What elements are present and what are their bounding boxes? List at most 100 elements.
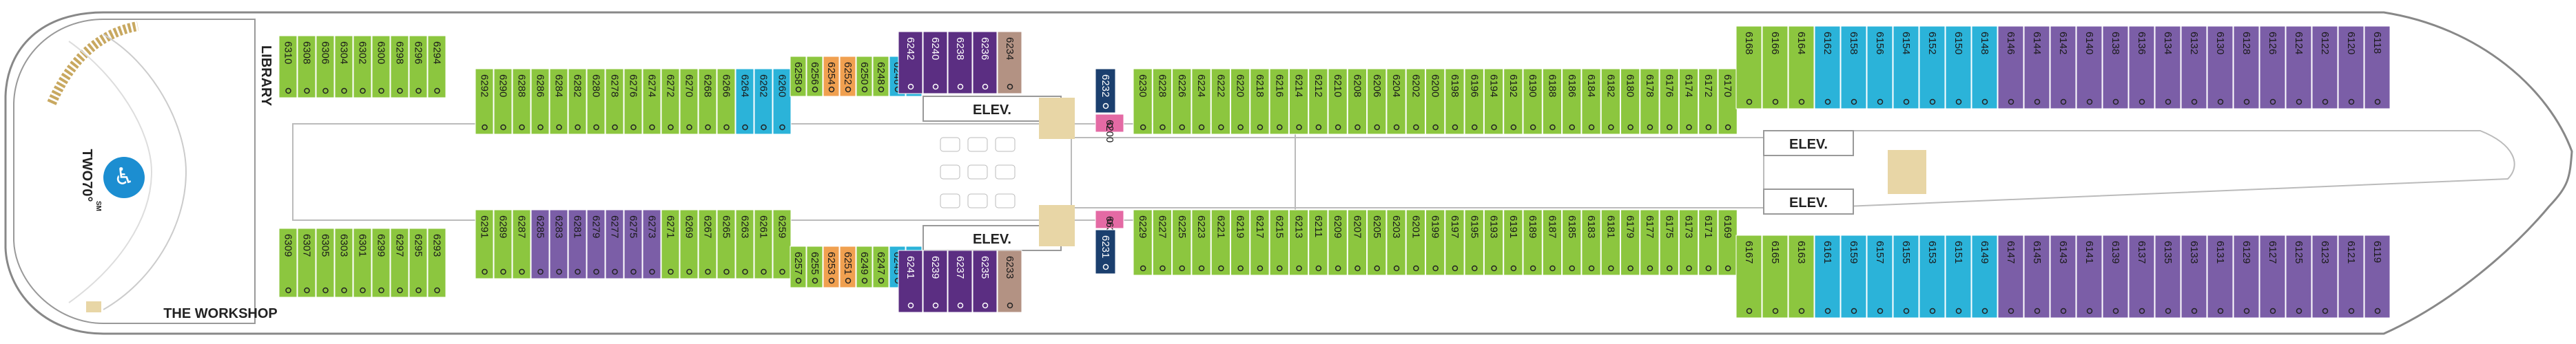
cabin-6269[interactable]: 6269 <box>679 209 699 279</box>
cabin-6273[interactable]: 6273 <box>642 209 661 279</box>
cabin-6240[interactable]: 6240 <box>923 31 948 94</box>
cabin-6282[interactable]: 6282 <box>568 68 587 135</box>
cabin-6205[interactable]: 6205 <box>1367 209 1387 276</box>
cabin-6164[interactable]: 6164 <box>1788 25 1815 109</box>
cabin-6177[interactable]: 6177 <box>1640 209 1660 276</box>
cabin-6305[interactable]: 6305 <box>316 228 335 298</box>
cabin-6135[interactable]: 6135 <box>2154 235 2181 319</box>
cabin-6184[interactable]: 6184 <box>1581 68 1601 135</box>
cabin-6250[interactable]: 6250 <box>856 56 873 97</box>
cabin-6169[interactable]: 6169 <box>1718 209 1738 276</box>
cabin-6201[interactable]: 6201 <box>1405 209 1425 276</box>
cabin-6307[interactable]: 6307 <box>297 228 316 298</box>
cabin-6237[interactable]: 6237 <box>947 250 973 313</box>
cabin-6186[interactable]: 6186 <box>1562 68 1582 135</box>
cabin-6210[interactable]: 6210 <box>1328 68 1348 135</box>
cabin-6292[interactable]: 6292 <box>475 68 494 135</box>
cabin-6157[interactable]: 6157 <box>1866 235 1893 319</box>
cabin-6122[interactable]: 6122 <box>2311 25 2338 109</box>
cabin-6304[interactable]: 6304 <box>334 35 353 98</box>
cabin-6130[interactable]: 6130 <box>2207 25 2234 109</box>
cabin-6231[interactable]: 6231 <box>1095 229 1116 275</box>
cabin-6185[interactable]: 6185 <box>1562 209 1582 276</box>
cabin-6142[interactable]: 6142 <box>2050 25 2077 109</box>
cabin-6124[interactable]: 6124 <box>2285 25 2312 109</box>
cabin-6268[interactable]: 6268 <box>698 68 717 135</box>
cabin-6206[interactable]: 6206 <box>1367 68 1387 135</box>
cabin-6218[interactable]: 6218 <box>1250 68 1270 135</box>
cabin-6196[interactable]: 6196 <box>1464 68 1484 135</box>
cabin-6228[interactable]: 6228 <box>1152 68 1173 135</box>
cabin-6217[interactable]: 6217 <box>1250 209 1270 276</box>
cabin-6166[interactable]: 6166 <box>1762 25 1789 109</box>
cabin-6198[interactable]: 6198 <box>1445 68 1465 135</box>
cabin-6204[interactable]: 6204 <box>1386 68 1406 135</box>
cabin-6146[interactable]: 6146 <box>1997 25 2024 109</box>
cabin-6306[interactable]: 6306 <box>316 35 335 98</box>
cabin-6180[interactable]: 6180 <box>1620 68 1640 135</box>
cabin-6183[interactable]: 6183 <box>1581 209 1601 276</box>
cabin-6271[interactable]: 6271 <box>661 209 680 279</box>
cabin-6189[interactable]: 6189 <box>1523 209 1543 276</box>
cabin-6303[interactable]: 6303 <box>334 228 353 298</box>
cabin-6299[interactable]: 6299 <box>371 228 391 298</box>
cabin-6162[interactable]: 6162 <box>1814 25 1841 109</box>
cabin-6261[interactable]: 6261 <box>754 209 773 279</box>
cabin-6249[interactable]: 6249 <box>856 246 873 288</box>
cabin-6258[interactable]: 6258 <box>790 56 807 97</box>
cabin-6308[interactable]: 6308 <box>297 35 316 98</box>
cabin-6192[interactable]: 6192 <box>1503 68 1523 135</box>
cabin-6207[interactable]: 6207 <box>1347 209 1368 276</box>
cabin-6230[interactable]: 6230 <box>1133 68 1153 135</box>
cabin-6131[interactable]: 6131 <box>2207 235 2234 319</box>
cabin-6265[interactable]: 6265 <box>717 209 736 279</box>
cabin-6150[interactable]: 6150 <box>1945 25 1972 109</box>
cabin-6208[interactable]: 6208 <box>1347 68 1368 135</box>
cabin-6275[interactable]: 6275 <box>624 209 643 279</box>
cabin-6233[interactable]: 6233 <box>997 250 1022 313</box>
cabin-6165[interactable]: 6165 <box>1762 235 1789 319</box>
cabin-6247[interactable]: 6247 <box>872 246 889 288</box>
cabin-6254[interactable]: 6254 <box>823 56 840 97</box>
cabin-6242[interactable]: 6242 <box>898 31 923 94</box>
cabin-6140[interactable]: 6140 <box>2076 25 2103 109</box>
cabin-6225[interactable]: 6225 <box>1172 209 1192 276</box>
cabin-6174[interactable]: 6174 <box>1678 68 1699 135</box>
cabin-6156[interactable]: 6156 <box>1866 25 1893 109</box>
cabin-6236[interactable]: 6236 <box>972 31 998 94</box>
cabin-6212[interactable]: 6212 <box>1308 68 1328 135</box>
cabin-6118[interactable]: 6118 <box>2364 25 2391 109</box>
cabin-6266[interactable]: 6266 <box>717 68 736 135</box>
cabin-6200[interactable]: 6200 <box>1425 68 1445 135</box>
cabin-6123[interactable]: 6123 <box>2311 235 2338 319</box>
cabin-6227[interactable]: 6227 <box>1152 209 1173 276</box>
cabin-6239[interactable]: 6239 <box>923 250 948 313</box>
cabin-6168[interactable]: 6168 <box>1735 25 1762 109</box>
cabin-6251[interactable]: 6251 <box>839 246 856 288</box>
cabin-6138[interactable]: 6138 <box>2102 25 2129 109</box>
cabin-6291[interactable]: 6291 <box>475 209 494 279</box>
cabin-6211[interactable]: 6211 <box>1308 209 1328 276</box>
cabin-6223[interactable]: 6223 <box>1191 209 1211 276</box>
cabin-6172[interactable]: 6172 <box>1698 68 1718 135</box>
cabin-6134[interactable]: 6134 <box>2154 25 2181 109</box>
cabin-6310[interactable]: 6310 <box>278 35 298 98</box>
cabin-6143[interactable]: 6143 <box>2050 235 2077 319</box>
cabin-6141[interactable]: 6141 <box>2076 235 2103 319</box>
cabin-6281[interactable]: 6281 <box>568 209 587 279</box>
cabin-6151[interactable]: 6151 <box>1945 235 1972 319</box>
cabin-6149[interactable]: 6149 <box>1971 235 1998 319</box>
cabin-6145[interactable]: 6145 <box>2023 235 2050 319</box>
cabin-6203[interactable]: 6203 <box>1386 209 1406 276</box>
cabin-6158[interactable]: 6158 <box>1840 25 1867 109</box>
cabin-6202[interactable]: 6202 <box>1405 68 1425 135</box>
cabin-6213[interactable]: 6213 <box>1288 209 1309 276</box>
cabin-6153[interactable]: 6153 <box>1919 235 1946 319</box>
cabin-6290[interactable]: 6290 <box>493 68 513 135</box>
cabin-6234[interactable]: 6234 <box>997 31 1022 94</box>
cabin-6176[interactable]: 6176 <box>1659 68 1679 135</box>
cabin-6284[interactable]: 6284 <box>549 68 568 135</box>
cabin-6264[interactable]: 6264 <box>735 68 754 135</box>
cabin-6267[interactable]: 6267 <box>698 209 717 279</box>
cabin-6287[interactable]: 6287 <box>512 209 531 279</box>
